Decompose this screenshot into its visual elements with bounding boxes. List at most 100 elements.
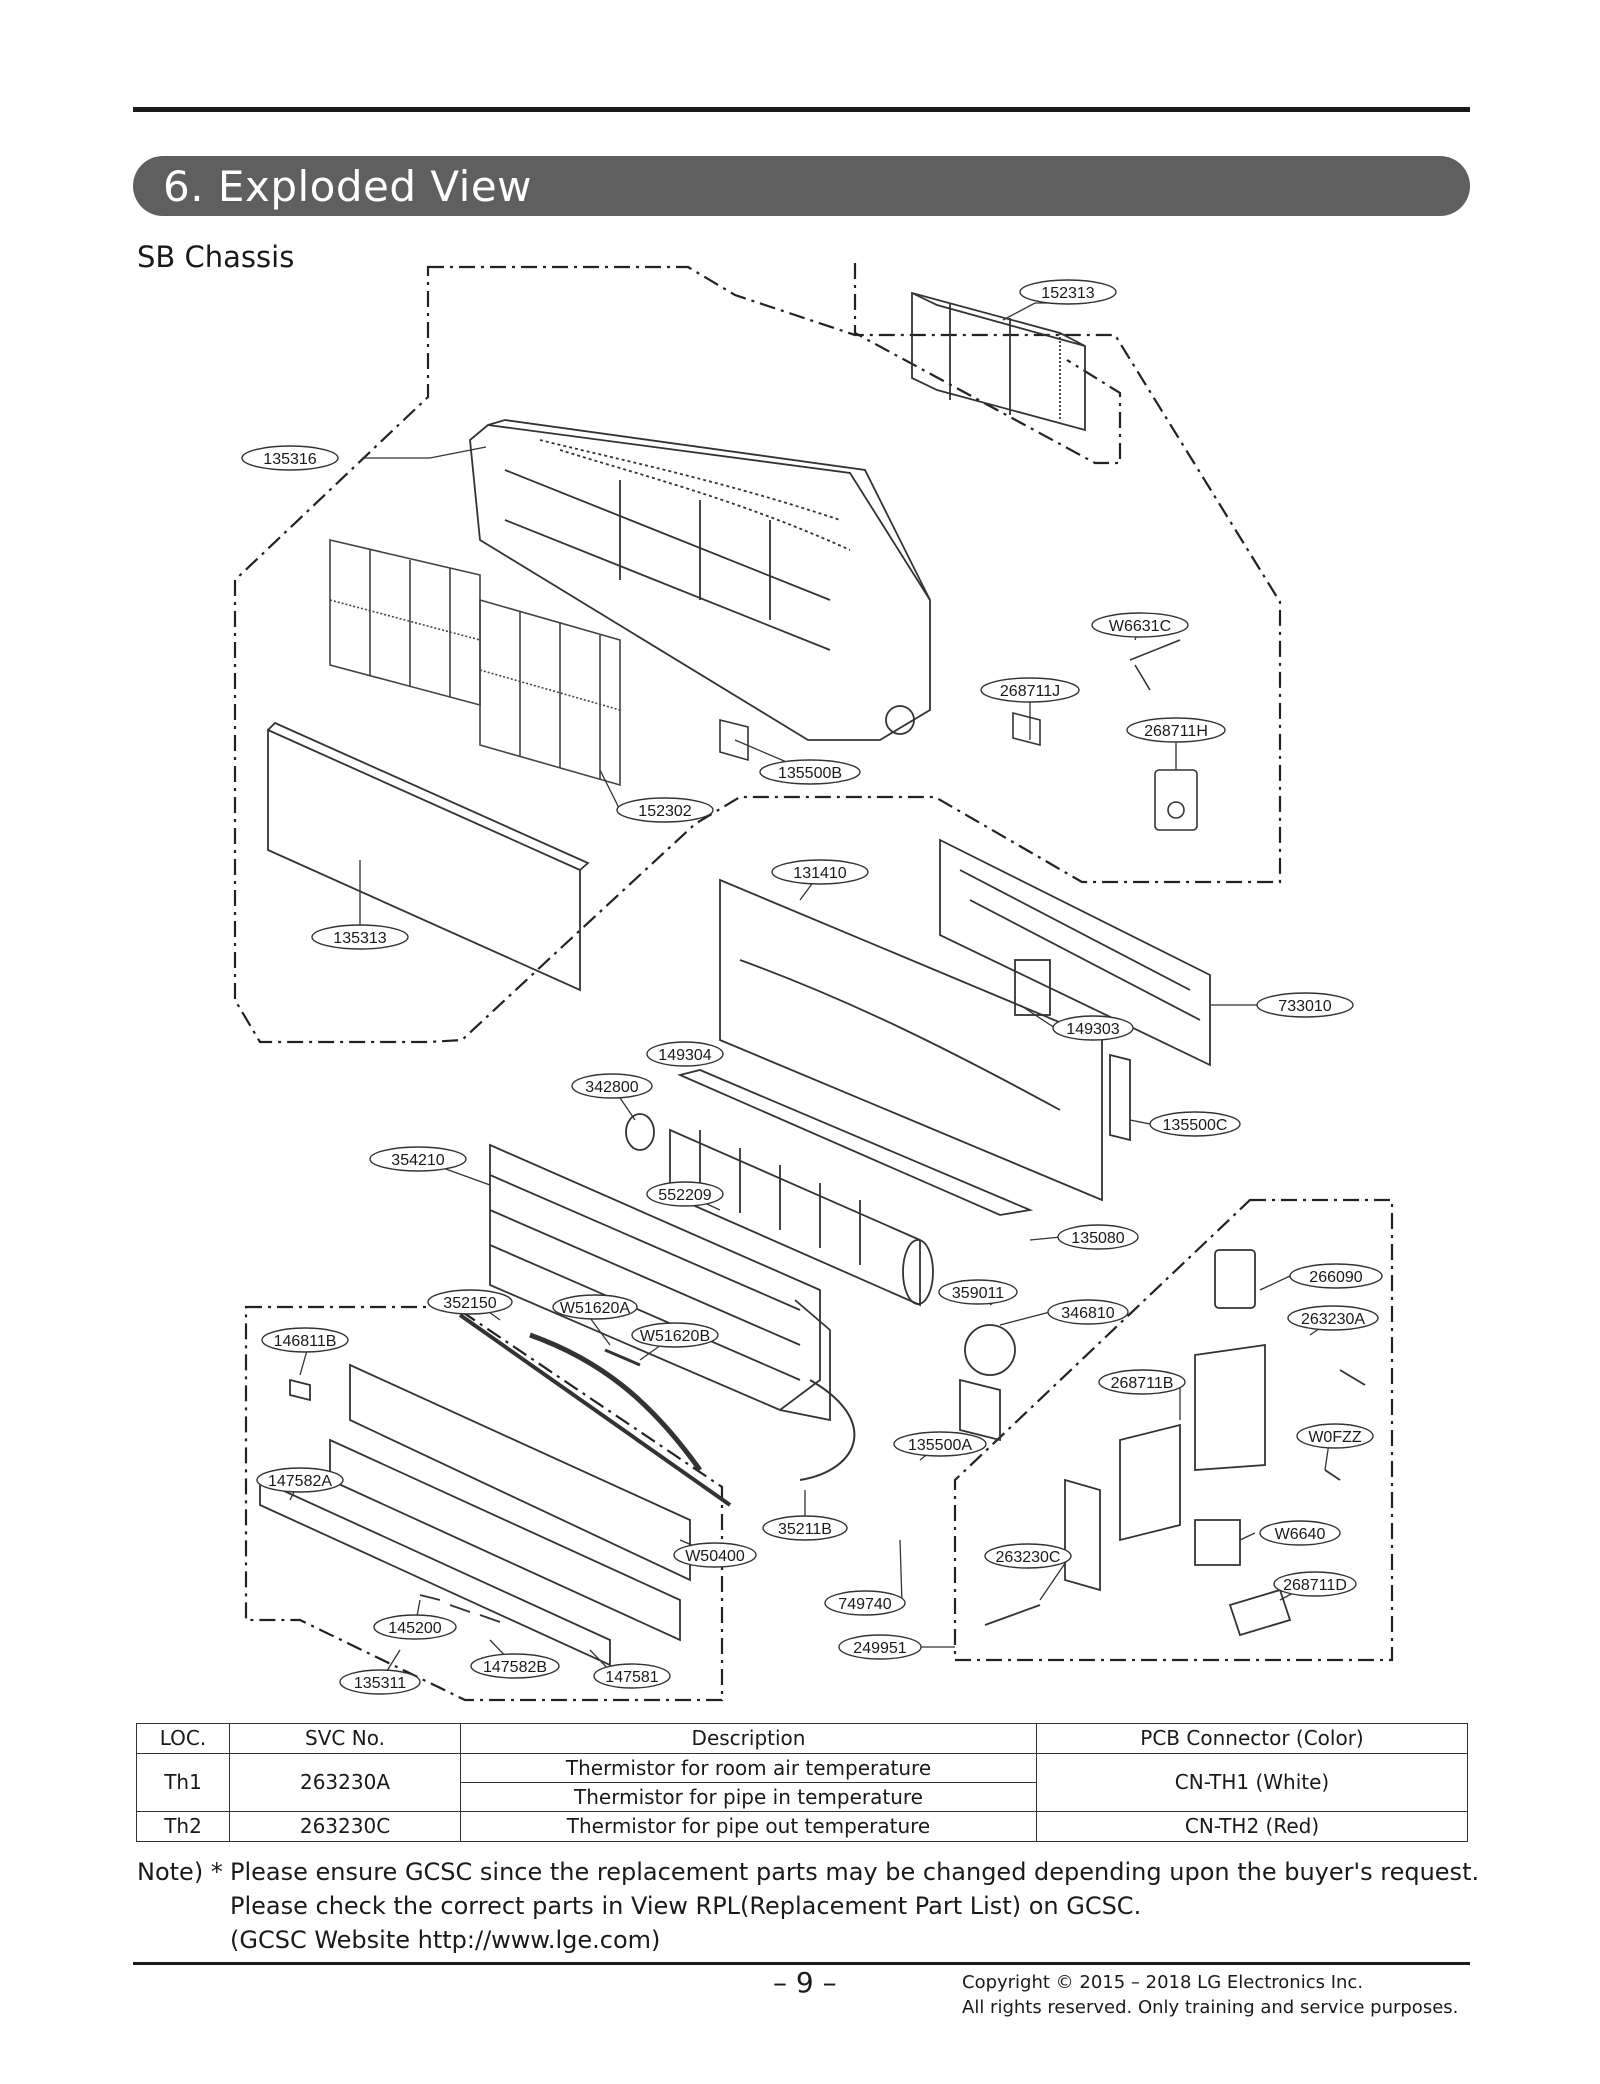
- callout-ellipse: [759, 759, 861, 785]
- callout-ellipse: [1126, 717, 1226, 743]
- callout-label: 152302: [638, 803, 691, 820]
- part-callout: 268711H: [1126, 717, 1226, 743]
- callout-ellipse: [593, 1663, 671, 1689]
- part-callout: 135316: [241, 445, 339, 471]
- callout-label: 263230A: [1301, 1311, 1365, 1328]
- louver-assembly-drawing: [259, 1363, 691, 1667]
- part-callout: 146811B: [261, 1327, 349, 1353]
- part-callout: 342800: [571, 1073, 653, 1099]
- callout-ellipse: [984, 1543, 1072, 1569]
- part-callout: 135500A: [893, 1431, 987, 1457]
- part-callout: 147582B: [470, 1653, 560, 1679]
- table-row: Thermistor for pipe in temperature: [137, 1782, 1468, 1812]
- note-line-3: (GCSC Website http://www.lge.com): [230, 1926, 661, 1954]
- callout-ellipse: [646, 1181, 724, 1207]
- callout-ellipse: [646, 1041, 724, 1067]
- callout-ellipse: [1259, 1520, 1341, 1546]
- svc-cell: 263230C: [229, 1811, 461, 1842]
- callout-ellipse: [893, 1431, 987, 1457]
- callout-ellipse: [470, 1653, 560, 1679]
- callout-ellipse: [1256, 992, 1354, 1018]
- callout-label: 147582B: [483, 1659, 547, 1676]
- callout-label: 266090: [1309, 1269, 1362, 1286]
- column-header: LOC.: [136, 1723, 230, 1754]
- part-callout: 263230C: [984, 1543, 1072, 1569]
- table-row: Th1 263230A Thermistor for room air temp…: [136, 1753, 1468, 1812]
- callout-label: W6631C: [1109, 618, 1171, 635]
- copyright-line-2: All rights reserved. Only training and s…: [962, 1997, 1459, 2018]
- callout-label: 135080: [1071, 1230, 1124, 1247]
- part-callout: W51620B: [631, 1322, 719, 1348]
- note-block: Note) *Please ensure GCSC since the repl…: [137, 1855, 1479, 1957]
- part-callout: 131410: [771, 859, 869, 885]
- filter-box-boundary: [853, 263, 1122, 465]
- control-box-drawing: [984, 1249, 1366, 1637]
- part-callout: 263230A: [1287, 1305, 1379, 1331]
- part-callout: 147582A: [256, 1467, 344, 1493]
- connector-cell: CN-TH1 (White): [1036, 1753, 1468, 1812]
- upper-assembly-boundary: [233, 265, 1282, 1044]
- connector-cell: CN-TH2 (Red): [1036, 1811, 1468, 1842]
- callout-label: 552209: [658, 1187, 711, 1204]
- callout-ellipse: [241, 445, 339, 471]
- callout-ellipse: [1091, 612, 1189, 638]
- top-rule: [133, 107, 1470, 112]
- part-callout: 733010: [1256, 992, 1354, 1018]
- callout-ellipse: [616, 797, 714, 823]
- column-header: PCB Connector (Color): [1036, 1723, 1468, 1754]
- callout-ellipse: [673, 1542, 757, 1568]
- callout-label: 146811B: [274, 1333, 337, 1350]
- thermistor-table: LOC. SVC No. Description PCB Connector (…: [136, 1723, 1468, 1842]
- part-callout: 149304: [646, 1041, 724, 1067]
- part-callout: W0FZZ: [1296, 1423, 1374, 1449]
- callout-label: 135316: [263, 451, 316, 468]
- part-callout: 135500B: [759, 759, 861, 785]
- bottom-rule: [133, 1962, 1470, 1965]
- callout-ellipse: [1047, 1299, 1129, 1325]
- callout-label: 249951: [853, 1640, 906, 1657]
- callout-ellipse: [631, 1322, 719, 1348]
- part-callout: 268711D: [1273, 1571, 1357, 1597]
- part-callout: 135313: [311, 924, 409, 950]
- part-callout: W6631C: [1091, 612, 1189, 638]
- callout-label: 263230C: [996, 1549, 1061, 1566]
- callout-label: 354210: [391, 1152, 444, 1169]
- callout-label: 268711B: [1111, 1375, 1174, 1392]
- callout-label: 149304: [658, 1047, 711, 1064]
- callout-label: 359011: [952, 1285, 1004, 1302]
- part-callout: 147581: [593, 1663, 671, 1689]
- part-callout: W50400: [673, 1542, 757, 1568]
- callout-ellipse: [1287, 1305, 1379, 1331]
- air-filter-drawing: [329, 538, 621, 787]
- callout-ellipse: [311, 924, 409, 950]
- description-cell: Thermistor for room air temperature: [460, 1753, 1037, 1783]
- callout-ellipse: [571, 1073, 653, 1099]
- lower-left-boundary: [244, 1305, 724, 1702]
- page-number: – 9 –: [773, 1966, 837, 1999]
- callout-label: 749740: [838, 1596, 891, 1613]
- callout-label: 268711D: [1283, 1577, 1347, 1594]
- table-header-row: LOC. SVC No. Description PCB Connector (…: [136, 1723, 1468, 1754]
- part-callout: 35211B: [762, 1515, 848, 1541]
- lower-right-boundary: [953, 1198, 1394, 1662]
- callout-label: 147582A: [268, 1473, 332, 1490]
- callout-ellipse: [261, 1327, 349, 1353]
- callout-label: 135311: [354, 1675, 406, 1692]
- callout-ellipse: [980, 677, 1080, 703]
- part-callout: 749740: [824, 1590, 906, 1616]
- callout-ellipse: [1149, 1111, 1241, 1137]
- mounting-plate-drawing: [939, 838, 1211, 1142]
- loc-cell: Th1: [136, 1753, 230, 1812]
- note-line-2: Please check the correct parts in View R…: [230, 1892, 1142, 1920]
- front-chassis-drawing: [469, 419, 931, 741]
- svc-cell: 263230A: [229, 1753, 461, 1812]
- part-callout: 346810: [1047, 1299, 1129, 1325]
- part-callout: 266090: [1289, 1263, 1383, 1289]
- copyright-line-1: Copyright © 2015 – 2018 LG Electronics I…: [962, 1972, 1364, 1993]
- front-panel-drawing: [267, 721, 590, 992]
- callout-label: 268711J: [1000, 683, 1060, 700]
- callout-ellipse: [369, 1146, 467, 1172]
- part-callout: 152302: [616, 797, 714, 823]
- callout-label: 152313: [1041, 285, 1094, 302]
